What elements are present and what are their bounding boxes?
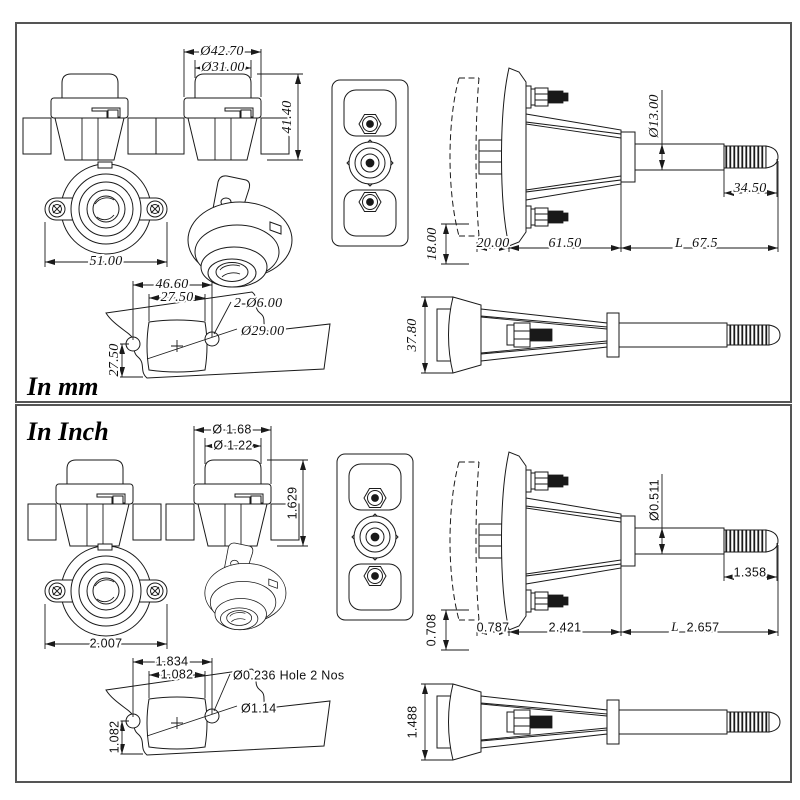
assembly-side-view: [449, 67, 779, 247]
dim-square-width: 27.50: [161, 290, 194, 305]
dim-panel-to-flange: 0.787: [477, 620, 510, 634]
dim-shaft-diameter: Ø0.511: [647, 479, 661, 521]
assembly-side-view: [449, 451, 779, 631]
dim-hole-note: 2-Ø6.00: [234, 296, 282, 311]
knob-isometric-view: [204, 542, 287, 631]
knob-front-view: [27, 459, 162, 547]
panel-inch: Ø 1.68 Ø 1.22 1.629 2.007 1.834 1.082 Ø0…: [15, 404, 792, 783]
dim-thread-length: 34.50: [733, 181, 767, 196]
dim-top-width: 51.00: [90, 254, 123, 269]
dim-top-width: 2.007: [90, 636, 123, 650]
dim-inner-diameter: Ø 1.22: [213, 438, 252, 452]
dimensions-mm: Ø42.70 Ø31.00 41.40 51.00 46.60 27.50 2-…: [44, 42, 779, 379]
dim-hole-note: Ø0.236 Hole 2 Nos: [233, 668, 344, 682]
dim-hole-spacing: 46.60: [156, 277, 189, 292]
dimensions-inch: Ø 1.68 Ø 1.22 1.629 2.007 1.834 1.082 Ø0…: [44, 420, 779, 761]
knob-front-view-dimensioned: [165, 459, 300, 547]
dim-outer-diameter: Ø 1.68: [212, 422, 251, 436]
dim-square-width: 1.082: [161, 667, 194, 681]
dim-cutout-vertical: 27.50: [107, 344, 122, 377]
dim-inner-diameter: Ø31.00: [200, 60, 244, 75]
dim-height: 1.629: [285, 487, 299, 520]
dim-length: 2.657: [687, 620, 720, 634]
dim-outer-diameter: Ø42.70: [199, 44, 243, 59]
knob-front-view: [22, 73, 157, 161]
dim-flange-diameter: 37.80: [405, 319, 420, 353]
panel-mm: Ø42.70 Ø31.00 41.40 51.00 46.60 27.50 2-…: [15, 22, 792, 403]
dim-panel-offset: 18.00: [425, 228, 440, 261]
dim-height: 41.40: [280, 101, 295, 134]
views-inch: [27, 451, 781, 761]
dim-cutout-vertical: 1.082: [107, 721, 121, 754]
dim-panel-offset: 0.708: [424, 614, 438, 647]
knob-isometric-view: [187, 175, 293, 288]
units-label-mm: In mm: [26, 372, 99, 401]
dim-center-diameter: Ø29.00: [240, 324, 284, 339]
dim-hole-spacing: 1.834: [156, 654, 189, 668]
dim-length-label: L: [674, 236, 683, 251]
dim-length-label: L: [670, 619, 679, 634]
views-mm: [22, 67, 781, 379]
knob-top-view: [44, 543, 168, 637]
assembly-top-view: [436, 296, 781, 374]
panel-cutout-view: [105, 291, 331, 379]
rear-plate-view: [336, 453, 414, 621]
rear-plate-view: [331, 79, 409, 247]
dim-flange-to-collar: 61.50: [549, 236, 582, 251]
dim-center-diameter: Ø1.14: [241, 701, 277, 715]
units-label-inch: In Inch: [26, 417, 109, 446]
dim-thread-length: 1.358: [734, 565, 767, 579]
dim-length: 67.5: [692, 236, 718, 251]
assembly-top-view: [436, 683, 781, 761]
dim-flange-to-collar: 2.421: [549, 620, 582, 634]
knob-top-view: [44, 161, 168, 255]
knob-front-view-dimensioned: [155, 73, 290, 161]
dim-panel-to-flange: 20.00: [477, 236, 510, 251]
dim-shaft-diameter: Ø13.00: [647, 94, 662, 138]
dim-flange-diameter: 1.488: [405, 706, 419, 739]
